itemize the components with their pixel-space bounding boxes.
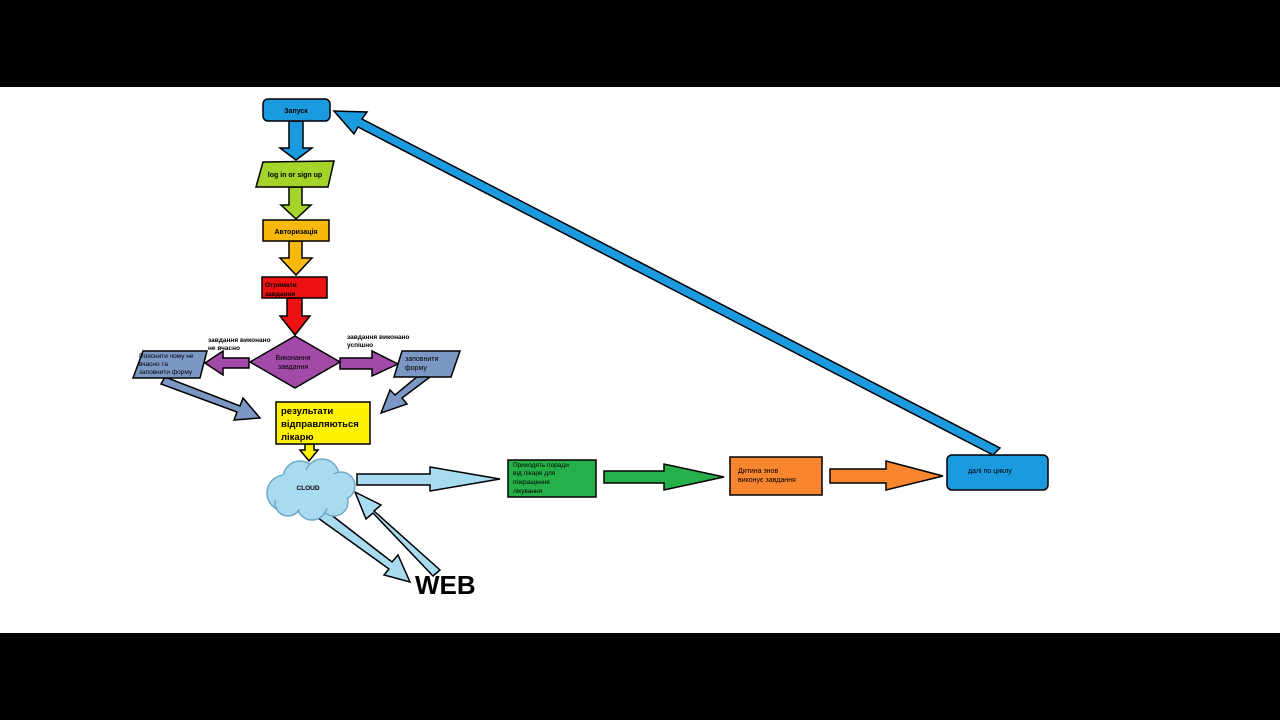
auth-node <box>262 219 330 242</box>
fill-form-node <box>392 350 462 378</box>
repeat-label-line1: Дитина знов <box>738 468 778 475</box>
arrow-decision-to-fill-form <box>339 349 400 378</box>
arrow-cloud-to-web <box>316 508 412 584</box>
do-task-label-line1: Виконання <box>276 355 311 362</box>
arrow-decision-to-explain <box>203 349 250 377</box>
results-node <box>275 401 371 445</box>
repeat-node <box>729 456 823 496</box>
task-label-line2: завдання <box>265 291 295 298</box>
cloud-node <box>266 458 356 521</box>
edge-label-success-line1: завдання виконано <box>347 334 410 341</box>
advice-node <box>507 459 597 498</box>
arrow-login-to-auth <box>279 186 313 221</box>
explain-label-line2: вчасно та <box>139 361 168 368</box>
task-label-line1: Отримати <box>265 282 297 289</box>
results-label-line2: відправляються <box>281 419 359 430</box>
explain-label-line1: Пояснити чому не <box>139 353 194 360</box>
advice-label-line1: Приходять поради <box>513 462 569 469</box>
advice-label-line4: лікування <box>513 487 543 495</box>
do-task-label-line2: завдання <box>278 364 308 371</box>
arrow-explain-to-results <box>159 376 262 421</box>
arrow-task-to-decision <box>278 297 312 337</box>
advice-label-line2: від лікаря для <box>513 469 556 477</box>
arrow-auth-to-task <box>278 240 314 277</box>
fill-form-label-line2: форму <box>405 365 427 372</box>
do-task-decision-node <box>248 335 342 389</box>
web-label: WEB <box>415 570 476 600</box>
results-label-line3: лікарю <box>281 432 314 443</box>
loop-node <box>946 454 1049 491</box>
task-node <box>261 276 328 299</box>
arrow-advice-to-repeat <box>603 463 725 491</box>
loop-label: далі по циклу <box>968 467 1012 475</box>
advice-label-line3: покращення <box>513 479 550 486</box>
repeat-label-line2: виконує завдання <box>738 477 796 484</box>
login-node <box>255 160 335 188</box>
arrow-repeat-to-loop <box>829 460 944 491</box>
auth-label: Авторизація <box>274 228 317 236</box>
cloud-label: CLOUD <box>296 485 319 492</box>
arrow-web-to-cloud <box>353 490 442 578</box>
explain-node <box>131 350 208 379</box>
results-label-line1: результати <box>281 406 333 417</box>
explain-label-line3: заповнити форму <box>139 369 193 376</box>
edge-label-success-line2: успішно <box>347 341 373 349</box>
arrow-cloud-to-advice <box>356 466 501 492</box>
start-node <box>262 98 331 122</box>
login-label: log in or sign up <box>268 172 322 179</box>
edge-label-late-line1: завдання виконано <box>208 337 271 344</box>
arrow-start-to-login <box>277 120 315 161</box>
fill-form-label-line1: заповнити <box>405 356 438 363</box>
arrow-results-to-cloud <box>298 443 320 463</box>
start-label: Запуск <box>284 108 308 115</box>
arrow-loop-to-start <box>332 110 1002 456</box>
edge-label-late-line2: не вчасно <box>208 345 240 352</box>
